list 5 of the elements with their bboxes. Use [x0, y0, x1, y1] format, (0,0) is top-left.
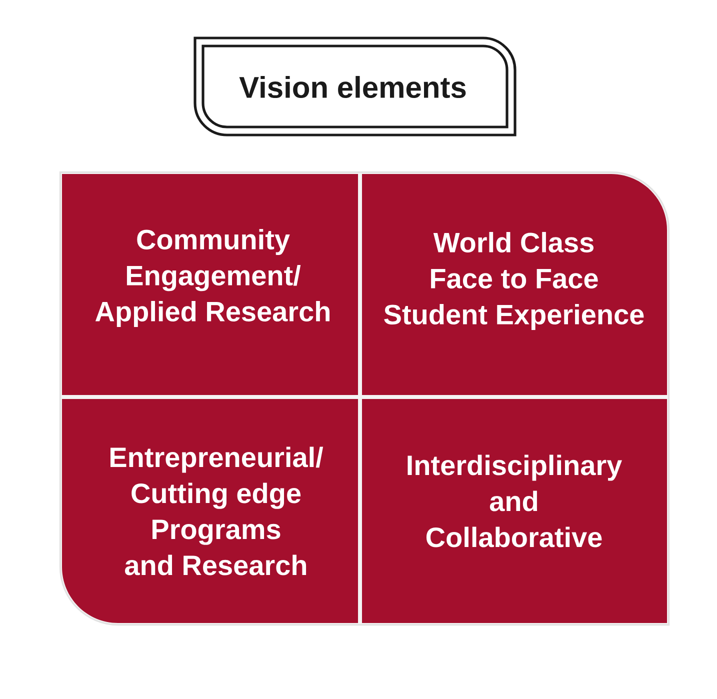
quadrant-box: World Class Face to Face Student Experience — [362, 174, 667, 395]
quadrant-box: Community Engagement/ Applied Research — [62, 174, 358, 395]
quadrant-box: Entrepreneurial/ Cutting edge Programs and Research — [62, 399, 358, 623]
quadrant-box: Interdisciplinary and Collaborative — [362, 399, 667, 623]
heading-box: Vision elements — [194, 36, 516, 136]
